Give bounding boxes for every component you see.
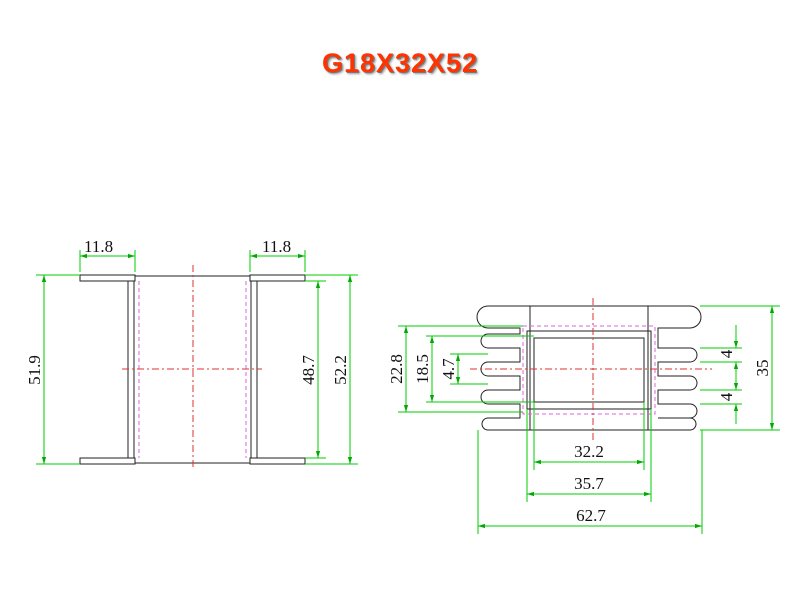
dim-outer-height: 52.2 (331, 355, 350, 385)
dim-height-mid: 18.5 (413, 354, 432, 384)
side-view: 11.8 11.8 51.9 48.7 52.2 (25, 237, 358, 470)
mid-window (526, 330, 652, 410)
bobbin-outline (476, 305, 702, 431)
dim-flange-left: 11.8 (84, 237, 113, 256)
dim-height-inner: 4.7 (439, 358, 458, 380)
dim-slot-upper: 4 (717, 349, 736, 358)
dim-total-height-top: 35 (753, 360, 772, 377)
dim-width-total: 62.7 (576, 506, 606, 525)
dim-height-outer: 22.8 (387, 354, 406, 384)
dim-width-mid: 35.7 (574, 474, 604, 493)
inner-window (533, 337, 645, 403)
hidden-outline (522, 325, 656, 415)
dim-inner-height: 48.7 (299, 355, 318, 385)
dim-flange-right: 11.8 (262, 237, 291, 256)
top-left-flange (79, 274, 136, 282)
dim-width-inner: 32.2 (574, 442, 604, 461)
dim-slot-lower: 4 (717, 392, 736, 401)
top-right-flange (249, 274, 306, 282)
bottom-right-flange (249, 457, 306, 465)
drawing-title: G18X32X52 (321, 48, 479, 78)
top-view: 22.8 18.5 4.7 4 4 35 32.2 (387, 298, 780, 534)
bottom-left-flange (79, 457, 136, 465)
dim-total-height-side: 51.9 (25, 355, 44, 385)
